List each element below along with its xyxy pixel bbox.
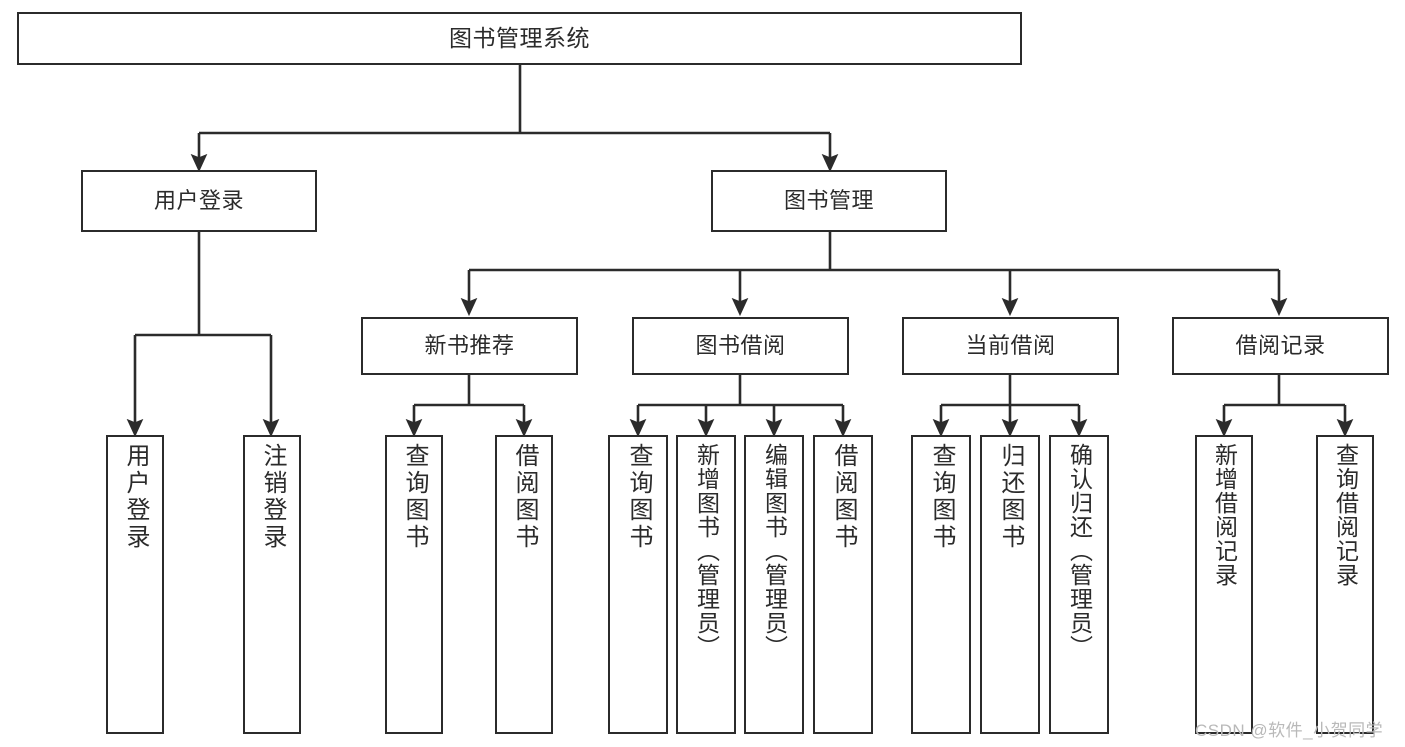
- node-current-borrow-label: 当前借阅: [965, 332, 1056, 358]
- node-leaf-new-book-borrow-label: 借阅图书: [511, 443, 538, 551]
- node-new-book-recommend[interactable]: 新书推荐: [361, 317, 578, 375]
- node-leaf-borrow-record-add[interactable]: 新增借阅记录: [1195, 435, 1253, 734]
- node-user-login-label: 用户登录: [153, 187, 244, 213]
- node-borrow-record-label: 借阅记录: [1235, 332, 1326, 358]
- node-root-system-label: 图书管理系统: [449, 24, 590, 51]
- node-book-manage[interactable]: 图书管理: [711, 170, 947, 232]
- node-leaf-book-borrow-borrow[interactable]: 借阅图书: [813, 435, 873, 734]
- node-leaf-borrow-record-query[interactable]: 查询借阅记录: [1316, 435, 1374, 734]
- node-current-borrow[interactable]: 当前借阅: [902, 317, 1119, 375]
- node-book-manage-label: 图书管理: [783, 187, 874, 213]
- node-leaf-borrow-record-query-label: 查询借阅记录: [1332, 443, 1359, 587]
- node-leaf-current-borrow-return-label: 归还图书: [997, 443, 1024, 551]
- node-book-borrow-label: 图书借阅: [695, 332, 786, 358]
- node-leaf-book-borrow-add[interactable]: 新增图书（管理员）: [676, 435, 736, 734]
- node-user-login[interactable]: 用户登录: [81, 170, 317, 232]
- node-leaf-new-book-borrow[interactable]: 借阅图书: [495, 435, 553, 734]
- node-leaf-user-login-signin[interactable]: 用户登录: [106, 435, 164, 734]
- node-leaf-book-borrow-edit[interactable]: 编辑图书（管理员）: [744, 435, 804, 734]
- node-leaf-book-borrow-query-label: 查询图书: [625, 443, 652, 551]
- csdn-watermark: CSDN @软件_小贺同学: [1195, 721, 1384, 740]
- node-new-book-recommend-label: 新书推荐: [424, 332, 515, 358]
- node-leaf-new-book-query-label: 查询图书: [401, 443, 428, 551]
- node-leaf-book-borrow-query[interactable]: 查询图书: [608, 435, 668, 734]
- node-leaf-current-borrow-confirm-label: 确认归还（管理员）: [1066, 443, 1093, 659]
- node-leaf-current-borrow-query[interactable]: 查询图书: [911, 435, 971, 734]
- node-leaf-user-login-signout-label: 注销登录: [259, 443, 286, 551]
- node-leaf-current-borrow-query-label: 查询图书: [928, 443, 955, 551]
- node-leaf-user-login-signout[interactable]: 注销登录: [243, 435, 301, 734]
- node-book-borrow[interactable]: 图书借阅: [632, 317, 849, 375]
- node-root-system[interactable]: 图书管理系统: [17, 12, 1022, 65]
- node-leaf-current-borrow-confirm[interactable]: 确认归还（管理员）: [1049, 435, 1109, 734]
- node-leaf-new-book-query[interactable]: 查询图书: [385, 435, 443, 734]
- node-leaf-book-borrow-borrow-label: 借阅图书: [830, 443, 857, 551]
- node-leaf-current-borrow-return[interactable]: 归还图书: [980, 435, 1040, 734]
- node-leaf-borrow-record-add-label: 新增借阅记录: [1211, 443, 1238, 587]
- node-leaf-book-borrow-add-label: 新增图书（管理员）: [693, 443, 720, 659]
- node-borrow-record[interactable]: 借阅记录: [1172, 317, 1389, 375]
- node-leaf-user-login-signin-label: 用户登录: [122, 443, 149, 551]
- node-leaf-book-borrow-edit-label: 编辑图书（管理员）: [761, 443, 788, 659]
